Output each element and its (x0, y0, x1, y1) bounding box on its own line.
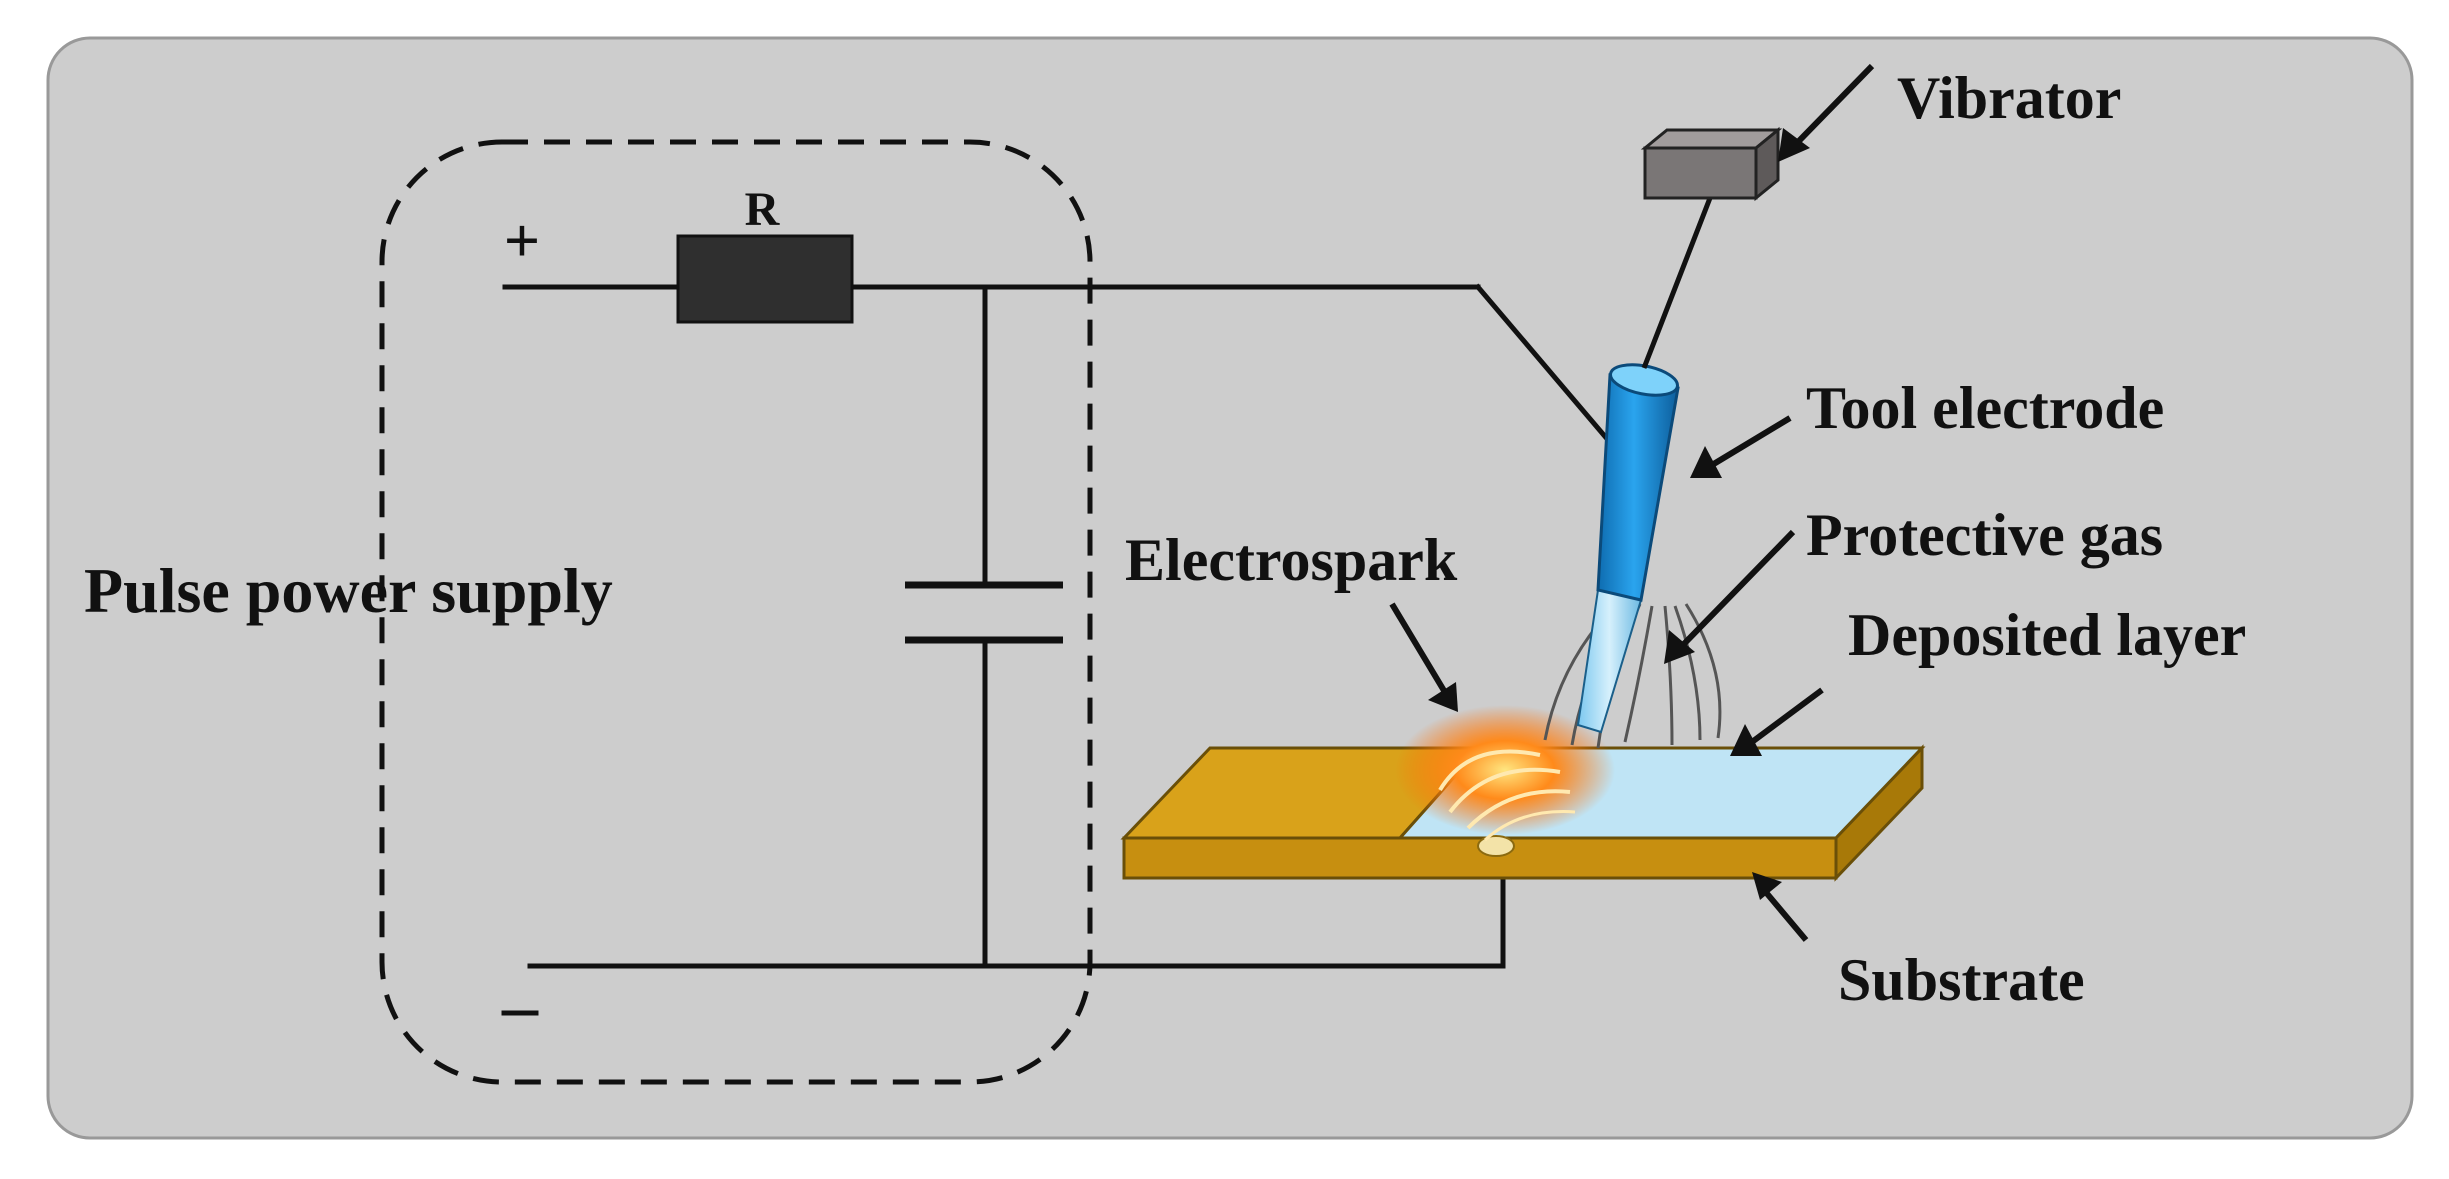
vibrator-link (1641, 197, 1713, 369)
callout-arrows (1389, 63, 1875, 942)
electrospark-label: Electrospark (1125, 527, 1458, 593)
power-supply-boundary (379, 139, 1093, 1085)
capacitor (905, 581, 1063, 644)
resistor-label: R (745, 183, 781, 236)
resistor (676, 234, 854, 324)
circuit-wires (502, 283, 1612, 969)
protective-gas-label: Protective gas (1806, 502, 2163, 568)
minus-terminal-label: – (501, 966, 539, 1046)
deposited-layer-label: Deposited layer (1848, 602, 2246, 668)
tool-electrode-label: Tool electrode (1806, 375, 2164, 441)
plus-terminal-label: + (504, 205, 540, 276)
electrospark-glow (1395, 705, 1615, 842)
substrate-label: Substrate (1838, 947, 2085, 1013)
tool-electrode (1576, 363, 1680, 734)
power-supply-label: Pulse power supply (84, 555, 613, 626)
vibrator (1640, 126, 1783, 202)
vibrator-label: Vibrator (1897, 65, 2121, 131)
